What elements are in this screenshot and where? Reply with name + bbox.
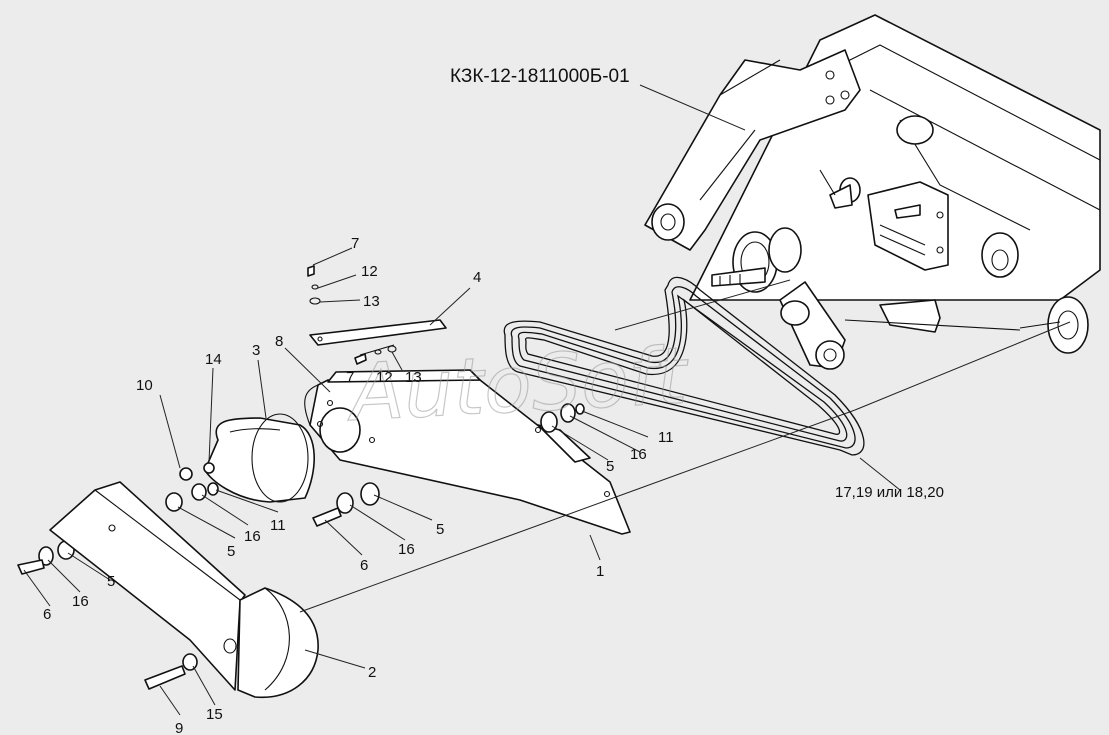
bracket-8	[327, 369, 481, 383]
callout-2: 2	[368, 664, 376, 681]
callout-12b: 12	[376, 369, 393, 386]
casing-2	[49, 481, 319, 699]
callout-16d: 16	[630, 446, 647, 463]
callout-13a: 13	[363, 293, 380, 310]
assembly-label: КЗК-12-1811000Б-01	[450, 66, 630, 87]
tension-lever	[779, 281, 846, 370]
sprocket-left	[711, 227, 802, 293]
belt-label: 17,19 или 18,20	[835, 484, 944, 501]
callout-5a: 5	[227, 543, 235, 560]
callout-9: 9	[175, 720, 183, 735]
callout-11b: 11	[658, 429, 674, 446]
hinge-arm	[644, 49, 861, 251]
callout-11a: 11	[270, 517, 286, 534]
callout-3: 3	[252, 342, 260, 359]
callout-1: 1	[596, 563, 604, 580]
callout-7b: 7	[346, 369, 354, 386]
callout-8: 8	[275, 333, 283, 350]
v-belts	[503, 276, 865, 456]
callout-16a: 16	[244, 528, 261, 545]
callout-6b: 6	[360, 557, 368, 574]
callout-16c: 16	[398, 541, 415, 558]
callout-5c: 5	[436, 521, 444, 538]
tensioner-bracket	[819, 169, 949, 271]
sprocket-right	[844, 296, 1089, 354]
callout-6a: 6	[43, 606, 51, 623]
alignment-lines	[299, 279, 1071, 613]
callout-5d: 5	[606, 458, 614, 475]
shield-3	[204, 413, 315, 503]
callout-12a: 12	[361, 263, 378, 280]
callout-4: 4	[473, 269, 481, 286]
callout-15: 15	[206, 706, 223, 723]
guard-plate	[304, 379, 631, 535]
callout-labels: 1 2 3 4 5 5 5 5 6 6 7 7 8 9 10 11 11 12 …	[43, 235, 674, 735]
watermark-text: AutoSoft	[343, 331, 691, 439]
callout-13b: 13	[405, 369, 422, 386]
callout-16b: 16	[72, 593, 89, 610]
hardware	[17, 265, 585, 690]
callout-10: 10	[136, 377, 153, 394]
leader-lines	[23, 84, 901, 716]
callout-14: 14	[205, 351, 222, 368]
callout-5b: 5	[107, 573, 115, 590]
callout-7a: 7	[351, 235, 359, 252]
